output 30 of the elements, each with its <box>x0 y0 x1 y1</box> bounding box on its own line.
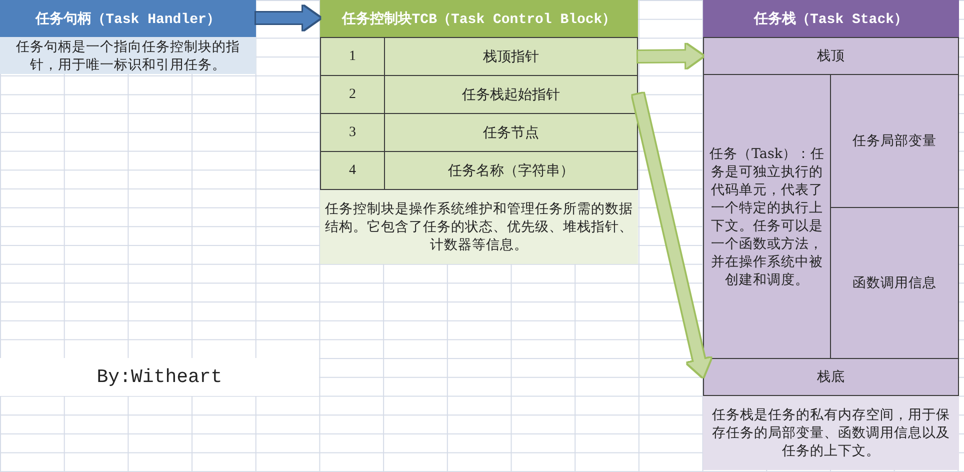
field-name: 栈顶指针 <box>483 48 539 66</box>
cell-text: 函数调用信息 <box>852 274 936 292</box>
row-number: 4 <box>321 152 385 189</box>
info-panel <box>320 0 638 264</box>
table-row <box>320 113 638 152</box>
block-arrow <box>256 6 320 30</box>
field-name: 任务名称（字符串） <box>448 162 574 180</box>
table-row <box>320 151 638 190</box>
table-row <box>320 37 638 76</box>
signature-text: By:Witheart <box>0 358 319 396</box>
stack-cell <box>703 37 959 75</box>
info-panel <box>703 0 959 470</box>
description-text: 任务句柄是一个指向任务控制块的指针，用于唯一标识和引用任务。 <box>15 38 241 74</box>
field-name: 任务节点 <box>483 124 539 142</box>
description-text: 任务控制块是操作系统维护和管理任务所需的数据结构。它包含了任务的状态、优先级、堆栈指针、计数器等信息。 <box>324 200 634 254</box>
cell-text: 栈底 <box>817 368 845 386</box>
stack-cell <box>830 207 959 359</box>
cell-text: 任务局部变量 <box>852 132 936 150</box>
panel-header: 任务栈（Task Stack） <box>703 0 959 37</box>
field-name: 任务栈起始指针 <box>462 86 560 104</box>
stack-cell <box>703 358 959 396</box>
stack-cell <box>703 74 831 359</box>
panel-header: 任务控制块TCB（Task Control Block） <box>320 0 638 37</box>
stack-cell <box>830 74 959 208</box>
description-text: 任务栈是任务的私有内存空间，用于保存任务的局部变量、函数调用信息以及任务的上下文。 <box>711 406 951 460</box>
panel-header: 任务句柄（Task Handler） <box>0 0 256 37</box>
info-panel <box>0 0 256 74</box>
cell-text: 任务（Task）：任务是可独立执行的代码单元，代表了一个特定的执行上下文。任务可以是一个函数或方法，并在操作系统中被创建和调度。 <box>708 144 826 288</box>
cell-text: 栈顶 <box>817 47 845 65</box>
table-row <box>320 75 638 114</box>
